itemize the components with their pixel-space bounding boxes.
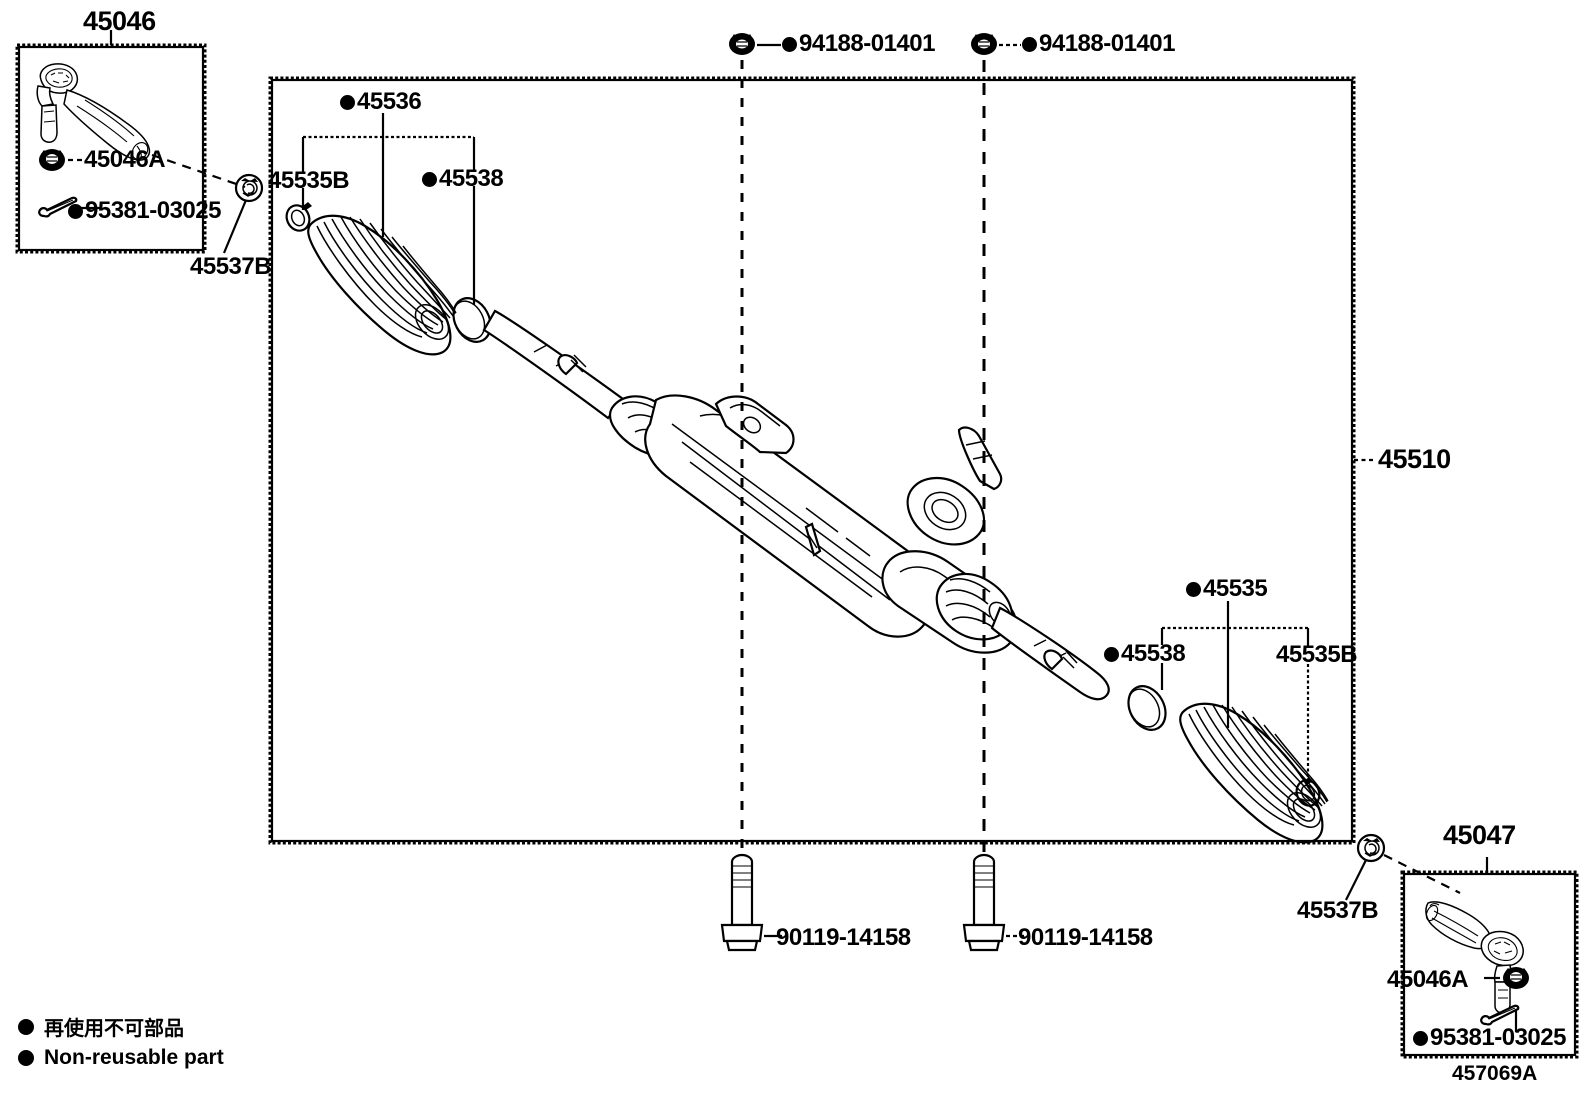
castle-nut-right-icon — [1484, 967, 1529, 989]
callout-45537b-right: 45537B — [1297, 897, 1379, 924]
callout-45538-left: 45538 — [422, 165, 504, 193]
bolt-90119-14158-right-icon — [962, 853, 1024, 952]
non-reusable-bullet — [340, 95, 355, 110]
non-reusable-bullet — [1022, 37, 1037, 52]
bracket-left-boot-group — [301, 113, 476, 305]
legend-row-en: Non-reusable part — [18, 1046, 224, 1070]
bolt-90119-14158-left-icon — [720, 853, 782, 952]
non-reusable-bullet — [782, 37, 797, 52]
non-reusable-bullet — [18, 1018, 34, 1035]
steering-gear-assembly-icon — [482, 309, 1110, 701]
boot-clamp-right-icon — [1295, 777, 1321, 807]
callout-45535b-left: 45535B — [268, 167, 350, 194]
legend-jp-text: 再使用不可部品 — [44, 1016, 184, 1040]
callout-45536: 45536 — [340, 88, 422, 116]
steering-boot-left-icon — [307, 214, 457, 356]
callout-95381-03025-left: 95381-03025 — [68, 197, 221, 225]
callout-94188-01401-left: 94188-01401 — [782, 30, 935, 58]
callout-94188-01401-right: 94188-01401 — [1022, 30, 1175, 58]
clip-45537b-left-icon — [222, 173, 264, 254]
callout-45538-right-text: 45538 — [1121, 640, 1186, 667]
callout-90119-14158-right: 90119-14158 — [1018, 924, 1153, 951]
callout-94188-01401-left-text: 94188-01401 — [799, 30, 935, 57]
inset-box-45046 — [15, 30, 207, 254]
axis-lines — [740, 60, 986, 852]
clip-45537b-right-icon — [1345, 833, 1386, 901]
cotter-pin-right-icon — [1480, 1004, 1520, 1032]
non-reusable-bullet — [1186, 582, 1201, 597]
inset-box-45047 — [1400, 857, 1579, 1059]
nut-94188-01401-right-icon — [971, 33, 1021, 55]
callout-45537b-left: 45537B — [190, 253, 272, 280]
callout-45046-inset-title: 45046 — [83, 6, 156, 36]
callout-95381-03025-right: 95381-03025 — [1413, 1024, 1566, 1052]
callout-45047-inset-title: 45047 — [1443, 820, 1516, 850]
tie-rod-end-right-icon — [1425, 901, 1524, 1014]
callout-45536-text: 45536 — [357, 88, 422, 115]
non-reusable-bullet — [422, 172, 437, 187]
legend: 再使用不可部品 Non-reusable part — [18, 1012, 224, 1075]
callout-95381-03025-left-text: 95381-03025 — [85, 197, 221, 224]
callout-45046a-right: 45046A — [1387, 966, 1469, 993]
callout-45538-right: 45538 — [1104, 640, 1186, 668]
callout-45535: 45535 — [1186, 575, 1268, 603]
leader-clip-to-45047 — [1383, 854, 1461, 894]
non-reusable-bullet — [18, 1050, 34, 1066]
boot-ring-right-icon — [1127, 685, 1167, 731]
leader-45046-to-clip — [151, 153, 246, 189]
non-reusable-bullet — [68, 204, 83, 219]
nut-94188-01401-left-icon — [729, 33, 781, 55]
diagram-id-code: 457069A — [1452, 1062, 1538, 1085]
non-reusable-bullet — [1413, 1031, 1428, 1046]
boot-clamp-left-icon — [285, 202, 312, 232]
callout-90119-14158-left: 90119-14158 — [776, 924, 911, 951]
callout-94188-01401-right-text: 94188-01401 — [1039, 30, 1175, 57]
callout-45046a-left: 45046A — [84, 146, 166, 173]
boot-ring-left-icon — [452, 297, 492, 343]
callout-45535b-right: 45535B — [1276, 641, 1358, 668]
non-reusable-bullet — [1104, 647, 1119, 662]
cotter-pin-left-icon — [38, 196, 100, 218]
callout-95381-03025-right-text: 95381-03025 — [1430, 1024, 1566, 1051]
callout-45538-left-text: 45538 — [439, 165, 504, 192]
legend-en-text: Non-reusable part — [44, 1046, 224, 1069]
callout-45535-text: 45535 — [1203, 575, 1268, 602]
steering-boot-right-icon — [1179, 702, 1329, 844]
castle-nut-left-icon — [39, 149, 84, 171]
callout-45510: 45510 — [1378, 444, 1451, 474]
bracket-right-boot-group — [1160, 601, 1310, 783]
main-box-45510 — [268, 76, 1375, 845]
tie-rod-end-left-icon — [36, 63, 151, 161]
legend-row-jp: 再使用不可部品 — [18, 1012, 224, 1041]
